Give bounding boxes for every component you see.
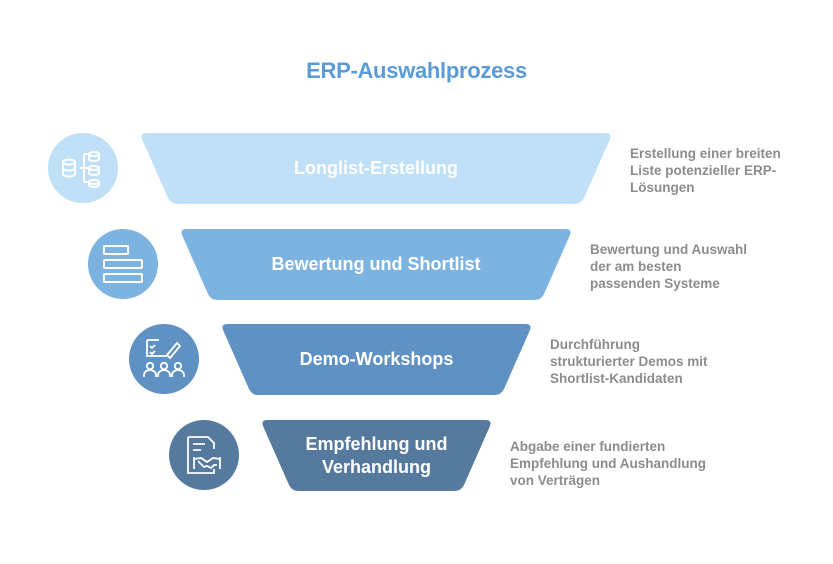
stage-1-label: Longlist-Erstellung	[294, 158, 458, 179]
stage-2-description: Bewertung und Auswahl der am besten pass…	[590, 242, 748, 291]
stage-3-icon-circle	[129, 324, 199, 394]
stage-3-label: Demo-Workshops	[299, 349, 454, 370]
page-title: ERP-Auswahlprozess	[306, 58, 527, 83]
stage-1-band: Longlist-Erstellung	[140, 133, 612, 204]
list-bars-icon	[103, 245, 143, 283]
stage-2-band: Bewertung und Shortlist	[180, 229, 572, 300]
stage-1-description: Erstellung einer breiten Liste potenziel…	[630, 146, 781, 195]
stage-2-label: Bewertung und Shortlist	[271, 254, 481, 275]
stage-4-description: Abgabe einer fundierten Empfehlung und A…	[510, 439, 706, 488]
stage-3-band: Demo-Workshops	[221, 324, 532, 395]
contract-handshake-icon	[187, 436, 221, 474]
stage-4-label: Empfehlung und Verhandlung	[305, 434, 448, 477]
stage-2-icon-circle	[88, 229, 158, 299]
workshop-team-icon	[143, 339, 185, 377]
stage-3-description: Durchführung strukturierter Demos mit Sh…	[550, 337, 708, 386]
stage-4-icon-circle	[169, 420, 239, 490]
stage-4-band: Empfehlung und Verhandlung	[261, 420, 492, 491]
stage-1-icon-circle	[48, 133, 118, 203]
database-tree-icon	[62, 151, 100, 188]
